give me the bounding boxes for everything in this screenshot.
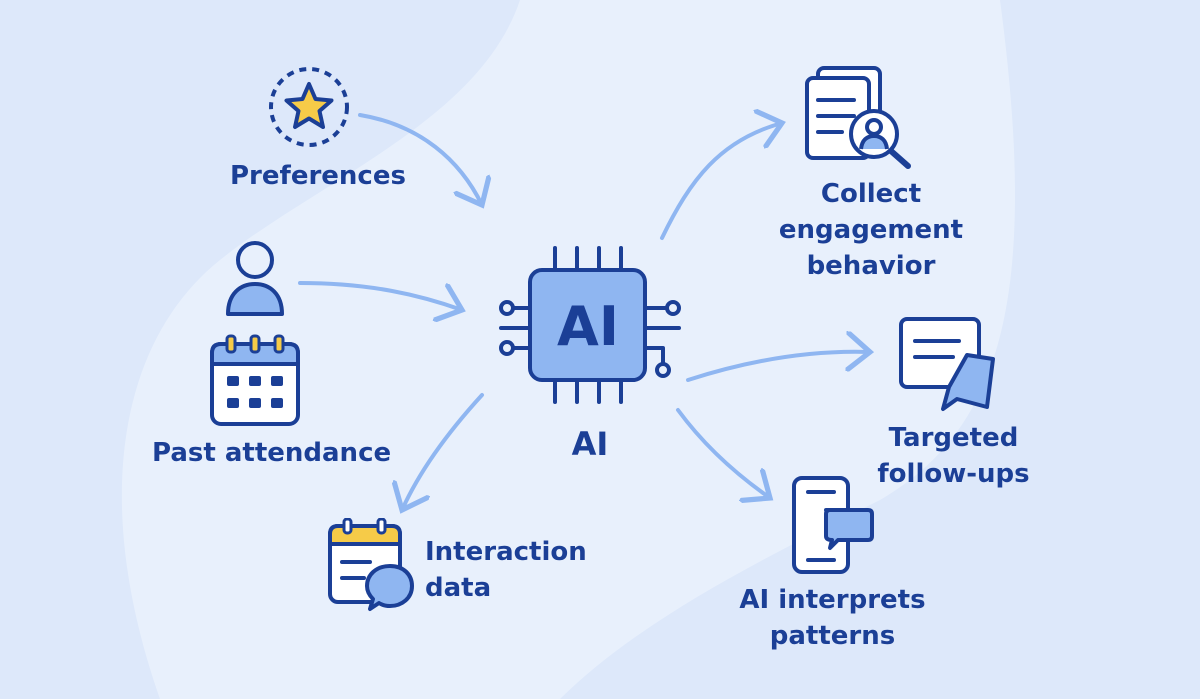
mobile-chat-icon bbox=[792, 476, 874, 574]
arrow-ai-to-followups bbox=[686, 352, 870, 382]
ai-interprets-label-line2: patterns bbox=[769, 621, 896, 651]
past-attendance-node bbox=[205, 238, 305, 433]
ai-interprets-label: AI interprets patterns bbox=[730, 582, 935, 654]
arrow-attendance-to-ai bbox=[298, 281, 462, 310]
person-icon bbox=[226, 241, 284, 316]
calendar-icon bbox=[210, 334, 300, 426]
ai-interprets-node bbox=[790, 474, 876, 578]
ai-interprets-label-line1: AI interprets bbox=[739, 585, 926, 615]
arrow-ai-to-interprets bbox=[676, 408, 770, 498]
collect-engagement-label-line1: Collect bbox=[820, 179, 922, 209]
targeted-followups-node bbox=[895, 315, 1000, 415]
ai-caption: AI bbox=[571, 425, 609, 463]
preferences-node bbox=[266, 64, 352, 150]
arrow-ai-to-collect bbox=[660, 123, 782, 240]
ai-hub: AI bbox=[495, 240, 685, 410]
collect-engagement-label-line3: behavior bbox=[806, 251, 936, 281]
document-search-icon bbox=[805, 66, 911, 169]
interaction-data-node bbox=[326, 517, 416, 612]
interaction-data-label-line2: data bbox=[425, 573, 492, 603]
arrow-ai-to-interaction bbox=[402, 393, 484, 510]
ai-chip-text: AI bbox=[557, 295, 619, 358]
calendar-chat-icon bbox=[328, 517, 414, 611]
star-icon bbox=[269, 67, 349, 147]
preferences-label: Preferences bbox=[230, 161, 406, 191]
past-attendance-label: Past attendance bbox=[152, 438, 392, 468]
targeted-followups-label-line2: follow-ups bbox=[877, 459, 1030, 489]
arrow-preferences-to-ai bbox=[358, 113, 482, 205]
message-send-icon bbox=[899, 317, 995, 411]
interaction-data-label-line1: Interaction bbox=[425, 537, 587, 567]
collect-engagement-label: Collect engagement behavior bbox=[776, 176, 966, 284]
collect-engagement-label-line2: engagement bbox=[778, 215, 964, 245]
ai-chip-icon: AI bbox=[499, 246, 681, 404]
collect-engagement-node bbox=[800, 64, 918, 170]
targeted-followups-label-line1: Targeted bbox=[888, 423, 1019, 453]
targeted-followups-label: Targeted follow-ups bbox=[866, 420, 1041, 492]
interaction-data-label: Interaction data bbox=[425, 534, 587, 606]
